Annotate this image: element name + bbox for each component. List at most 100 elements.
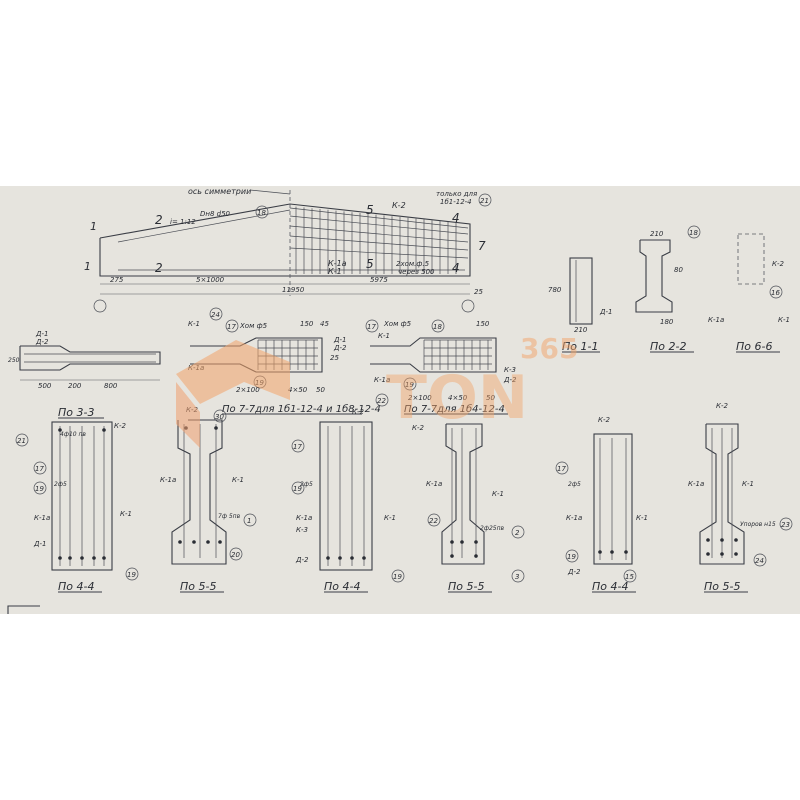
title-section-7-7-b: По 7-7для 1б4-12-4 — [404, 403, 505, 415]
hom-d5-77a: Хом ф5 — [239, 322, 268, 330]
dim-2x100-b: 2×100 — [408, 394, 432, 402]
dim-275: 275 — [110, 276, 124, 284]
dim-2x100-a: 2×100 — [236, 386, 260, 394]
rebar-dot — [350, 556, 354, 560]
stirrups-through-label: через 500 — [398, 268, 435, 276]
callout-24-55c: 24 — [755, 557, 764, 565]
slope-label: i= 1:12 — [170, 218, 196, 226]
only-for-label: только для — [436, 190, 477, 198]
title-section-5-5-a: По 5-5 — [180, 580, 216, 593]
section-mark-1-top: 1 — [90, 220, 97, 233]
dim-25-a: 25 — [330, 354, 339, 362]
dim-5x1000: 5×1000 — [196, 276, 225, 284]
section-mark-4-bottom: 4 — [452, 261, 460, 275]
rebar-dot — [734, 552, 738, 556]
section-1-1: 780 210 Д-1 По 1-1 — [548, 257, 612, 353]
label-k1a-44a: К-1а — [34, 514, 50, 522]
callout-19-44c: 19 — [567, 553, 576, 561]
label-k2-55a: К-2 — [186, 406, 198, 414]
dim-150-a: 150 — [300, 320, 314, 328]
section-mark-7: 7 — [478, 239, 486, 253]
callout-24-77a: 24 — [211, 311, 220, 319]
callout-18-b: 18 — [689, 229, 698, 237]
only-for-code: 1б1-12-4 — [440, 198, 472, 206]
label-a2-44c: Д-2 — [567, 568, 581, 576]
title-section-3-3: По 3-3 — [58, 406, 94, 419]
label-k1-55a: К-1 — [232, 476, 244, 484]
label-a2-77a: Д-2 — [333, 344, 347, 352]
rebar-dot — [206, 540, 210, 544]
label-a1-s11: Д-1 — [599, 308, 612, 316]
stirrup-lines — [295, 206, 457, 274]
title-section-4-4-b: По 4-4 — [324, 580, 360, 593]
hom-d5-77b: Хом ф5 — [383, 320, 412, 328]
label-k1a-55a: К-1а — [160, 476, 176, 484]
rod-28-55b: 2ф25пв — [480, 525, 505, 532]
callout-21-44a: 21 — [17, 437, 26, 445]
label-k2-44b: К-2 — [352, 408, 364, 416]
title-section-2-2: По 2-2 — [650, 340, 686, 353]
section-6-6: 18 16 К-2 К-1а К-1 По 6-6 — [687, 225, 790, 353]
rebar-dot — [80, 556, 84, 560]
label-k1-77b: К-1 — [378, 332, 390, 340]
dim-500: 500 — [38, 382, 52, 390]
callout-3: 3 — [515, 573, 519, 581]
dim-25: 25 — [474, 288, 483, 296]
callout-17-77a: 17 — [227, 323, 236, 331]
rebar-dot — [450, 540, 454, 544]
label-k1-77a: К-1 — [188, 320, 200, 328]
label-k2-top: К-2 — [392, 201, 406, 210]
section-mark-5-bottom: 5 — [366, 257, 374, 271]
stirrups-label: 2хом.ф.5 — [396, 260, 430, 268]
dim-11950: 11950 — [282, 286, 305, 294]
callout-20-55a: 20 — [231, 551, 240, 559]
label-a1-77a: Д-1 — [333, 336, 346, 344]
rebar-55b — [450, 428, 478, 558]
rebar-dot — [102, 556, 106, 560]
label-k1a-top: К-1а — [328, 259, 347, 268]
rebar-dot — [460, 540, 464, 544]
label-k2-66: К-2 — [772, 260, 784, 268]
callout-15: 15 — [625, 573, 634, 581]
beam-elevation: ось симметрии 2 2 5 5 4 4 7 1 1 К-2 К-1а… — [84, 187, 492, 313]
title-section-5-5-c: По 5-5 — [704, 580, 740, 593]
rebar-dot — [92, 556, 96, 560]
title-section-1-1: По 1-1 — [562, 340, 598, 353]
rebar-dot — [326, 556, 330, 560]
rebar-dot — [58, 428, 62, 432]
callout-19-77b: 19 — [405, 381, 414, 389]
label-k3-44b: К-3 — [296, 526, 308, 534]
rebar-dot — [624, 550, 628, 554]
rebar-55c — [706, 428, 738, 558]
label-k1-44a: К-1 — [120, 510, 132, 518]
label-k1a-77b: К-1а — [374, 376, 390, 384]
section-4-4-b: К-2 2ф5 К-1а К-3 К-1 Д-2 17 19 19 По 4-4 — [291, 408, 405, 593]
rebar-dot — [474, 540, 478, 544]
rebar-dot — [184, 426, 188, 430]
label-a1-44a: Д-1 — [33, 540, 46, 548]
label-a1-33: Д-1 — [35, 330, 48, 338]
rebar-dot — [450, 554, 454, 558]
dim-180: 180 — [660, 318, 674, 326]
rebar-dot — [598, 550, 602, 554]
title-section-4-4-c: По 4-4 — [592, 580, 628, 593]
rebar-dot — [720, 552, 724, 556]
callout-19-44a: 19 — [35, 485, 44, 493]
rebar-44c — [598, 438, 628, 560]
callout-19-44b: 19 — [293, 485, 302, 493]
axis-symmetry-label: ось симметрии — [188, 187, 251, 196]
dim-780: 780 — [548, 286, 562, 294]
section-4-4-c: К-2 2ф5 К-1а К-1 Д-2 17 19 15 По 4-4 — [555, 416, 648, 593]
engineering-drawing: ось симметрии 2 2 5 5 4 4 7 1 1 К-2 К-1а… — [7, 187, 793, 614]
section-2-2: 210 180 80 По 2-2 — [635, 230, 694, 353]
rebar-dot — [68, 556, 72, 560]
label-k1-55c: К-1 — [742, 480, 754, 488]
rebar-dot — [178, 540, 182, 544]
rebar-dot — [192, 540, 196, 544]
label-k1a-55b: К-1а — [426, 480, 442, 488]
callout-21: 21 — [480, 197, 489, 205]
title-section-5-5-b: По 5-5 — [448, 580, 484, 593]
rebar-grid-77a — [257, 339, 318, 370]
dim-250: 250 — [8, 357, 20, 364]
rebar-dot — [734, 538, 738, 542]
